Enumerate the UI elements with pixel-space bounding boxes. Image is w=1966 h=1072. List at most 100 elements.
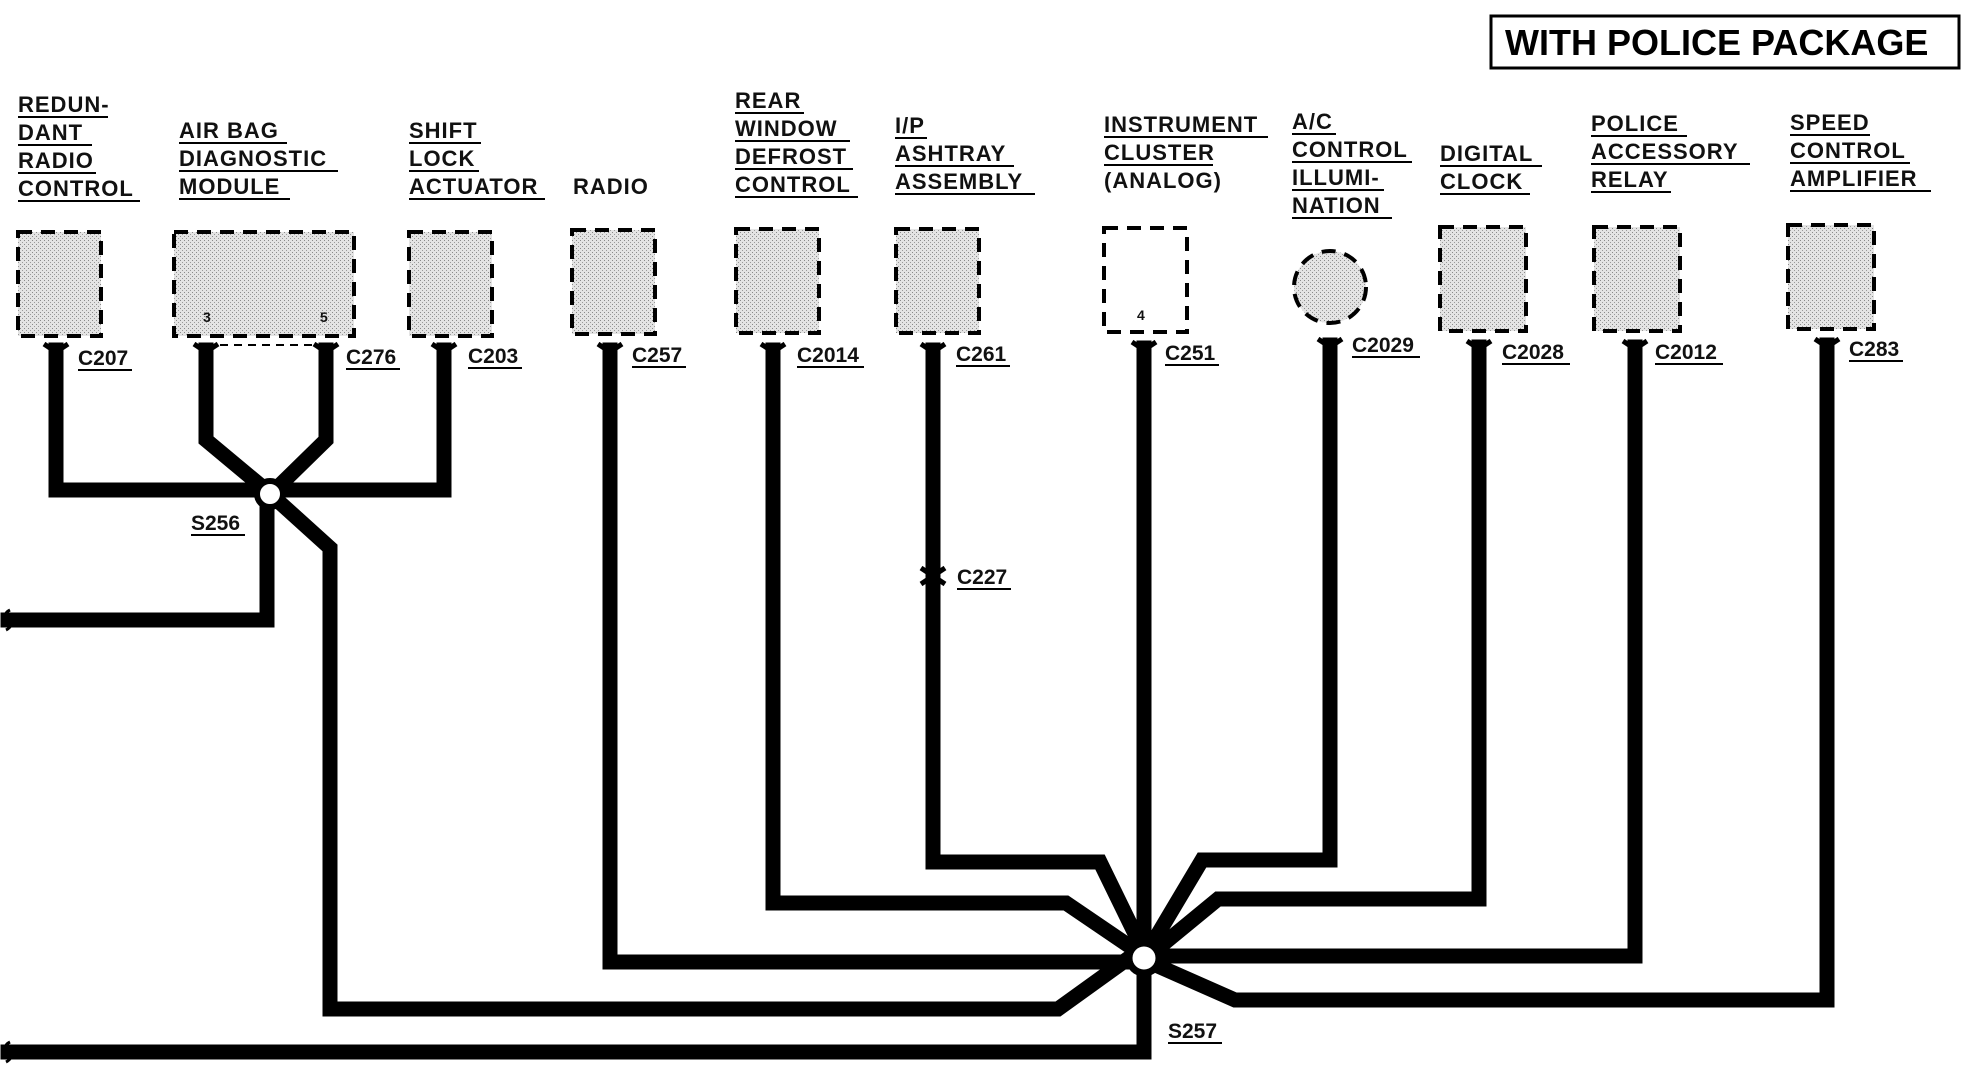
label-line: ACCESSORY <box>1591 139 1739 164</box>
label-line: A/C <box>1292 109 1333 134</box>
label-line: ILLUMI- <box>1292 165 1380 190</box>
label-line: SPEED <box>1790 110 1870 135</box>
connector-label-c227: C227 <box>957 566 1007 589</box>
splices <box>254 478 1163 977</box>
connector-label-c276: C276 <box>346 346 396 369</box>
component-boxes: 3 5 4 <box>16 223 1876 346</box>
connector-labels: C207 C276 C203 C257 C2014 C261 C227 C251… <box>78 334 1903 1044</box>
connector-stubs <box>42 336 1841 587</box>
splice-label-s257: S257 <box>1168 1020 1217 1043</box>
diagram-title: WITH POLICE PACKAGE <box>1505 22 1928 63</box>
label-line: LOCK <box>409 146 475 171</box>
wire-c261-s257 <box>925 342 1151 955</box>
label-ac-control-illumination: A/C CONTROL ILLUMI- NATION <box>1292 109 1412 219</box>
label-instrument-cluster: INSTRUMENT CLUSTER (ANALOG) <box>1104 112 1268 193</box>
connector-label-c203: C203 <box>468 345 518 368</box>
label-line: MODULE <box>179 174 280 199</box>
pin-label: 4 <box>1137 307 1145 323</box>
pin-label: 5 <box>320 309 328 325</box>
continuation-mark <box>3 608 13 632</box>
connector-label-c251: C251 <box>1165 342 1216 365</box>
connector-label-c207: C207 <box>78 347 128 370</box>
label-radio: RADIO <box>573 174 649 199</box>
shift-lock-actuator-box <box>407 230 494 338</box>
wire-c276-pin3-s256 <box>198 342 271 496</box>
connector-label-c2028: C2028 <box>1502 341 1564 364</box>
splice-label-s256: S256 <box>191 512 240 535</box>
label-line: REDUN- <box>18 92 110 117</box>
air-bag-diagnostic-module-box <box>172 230 356 338</box>
continuation-marks <box>3 608 13 1064</box>
wire-c2014-s257 <box>765 342 1146 961</box>
label-line: RELAY <box>1591 167 1669 192</box>
label-air-bag-diagnostic-module: AIR BAG DIAGNOSTIC MODULE <box>179 118 338 200</box>
wire-s257-left-out <box>0 962 1152 1060</box>
connector-label-c2014: C2014 <box>797 344 859 367</box>
connector-label-c2012: C2012 <box>1655 341 1717 364</box>
title-box: WITH POLICE PACKAGE <box>1489 14 1961 70</box>
pin-label: 3 <box>203 309 211 325</box>
label-line: CLUSTER <box>1104 140 1215 165</box>
label-line: REAR <box>735 88 801 113</box>
digital-clock-box <box>1438 225 1528 333</box>
label-line: DIAGNOSTIC <box>179 146 327 171</box>
label-ip-ashtray-assembly: I/P ASHTRAY ASSEMBLY <box>895 113 1035 195</box>
label-line: CLOCK <box>1440 169 1523 194</box>
label-line: AIR BAG <box>179 118 279 143</box>
speed-control-amplifier-box <box>1786 223 1876 331</box>
connector-label-c2029: C2029 <box>1352 334 1414 357</box>
label-line: RADIO <box>573 174 649 199</box>
label-line: RADIO <box>18 148 94 173</box>
wire-c2028-s257 <box>1145 339 1487 961</box>
splice-s257-node <box>1125 939 1163 977</box>
wire-c283-s257 <box>1148 337 1835 1008</box>
wire-c2012-s257 <box>1154 339 1643 964</box>
label-line: ASSEMBLY <box>895 169 1023 194</box>
label-speed-control-amplifier: SPEED CONTROL AMPLIFIER <box>1790 110 1931 192</box>
instrument-cluster-box <box>1102 226 1189 334</box>
label-line: CONTROL <box>1790 138 1906 163</box>
label-line: INSTRUMENT <box>1104 112 1258 137</box>
wire-c257-s257 <box>602 342 1138 970</box>
label-digital-clock: DIGITAL CLOCK <box>1440 141 1542 195</box>
wire-s256-s257 <box>266 489 1137 1017</box>
connector-label-c257: C257 <box>632 344 682 367</box>
label-line: CONTROL <box>1292 137 1408 162</box>
connector-label-c261: C261 <box>956 343 1007 366</box>
label-line: I/P <box>895 113 925 138</box>
wire-s256-left-out <box>0 492 275 628</box>
label-shift-lock-actuator: SHIFT LOCK ACTUATOR <box>409 118 545 200</box>
label-line: AMPLIFIER <box>1790 166 1918 191</box>
label-line: CONTROL <box>735 172 851 197</box>
label-line: WINDOW <box>735 116 838 141</box>
label-line: DANT <box>18 120 83 145</box>
rear-window-defrost-control-box <box>734 227 821 335</box>
label-line: DEFROST <box>735 144 847 169</box>
continuation-mark <box>3 1040 13 1064</box>
redundant-radio-control-box <box>16 230 103 338</box>
splice-s256-node <box>254 478 286 510</box>
label-line: CONTROL <box>18 176 134 201</box>
wire-c2029-s257 <box>1141 337 1338 955</box>
component-labels: REDUN- DANT RADIO CONTROL AIR BAG DIAGNO… <box>18 88 1931 219</box>
label-line: POLICE <box>1591 111 1679 136</box>
wires <box>0 337 1835 1060</box>
wire-c276-pin5-s256 <box>269 342 334 496</box>
label-redundant-radio-control: REDUN- DANT RADIO CONTROL <box>18 92 140 202</box>
label-line: (ANALOG) <box>1104 168 1222 193</box>
label-line: DIGITAL <box>1440 141 1533 166</box>
ip-ashtray-assembly-box <box>894 227 981 335</box>
label-line: SHIFT <box>409 118 478 143</box>
wire-c203-s256 <box>277 342 452 498</box>
ac-control-illumination-lamp <box>1292 249 1368 325</box>
label-police-accessory-relay: POLICE ACCESSORY RELAY <box>1591 111 1750 193</box>
radio-box <box>570 228 657 336</box>
label-rear-window-defrost-control: REAR WINDOW DEFROST CONTROL <box>735 88 858 198</box>
wire-c207-s256 <box>48 342 278 498</box>
police-accessory-relay-box <box>1592 225 1682 333</box>
label-line: ASHTRAY <box>895 141 1006 166</box>
connector-label-c283: C283 <box>1849 338 1899 361</box>
label-line: NATION <box>1292 193 1381 218</box>
label-line: ACTUATOR <box>409 174 538 199</box>
